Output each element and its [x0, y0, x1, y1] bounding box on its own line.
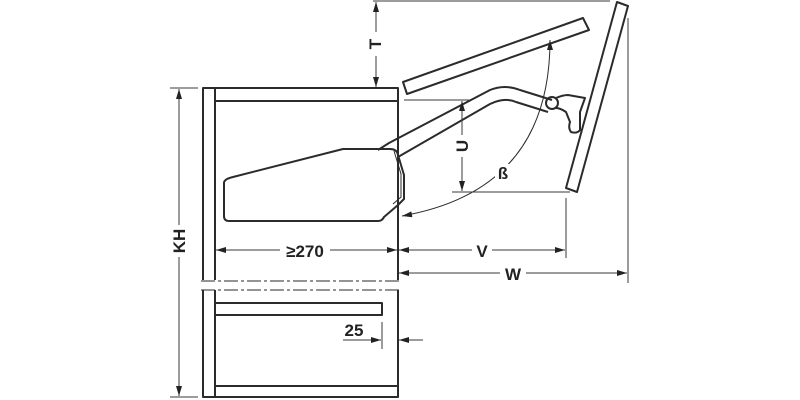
dimension-W	[399, 18, 629, 283]
mechanism-housing	[223, 148, 405, 222]
flap-intermediate	[402, 17, 590, 95]
shelf	[214, 302, 383, 316]
label-offset: 25	[345, 321, 364, 340]
label-beta: ß	[498, 164, 508, 183]
label-min-depth: ≥270	[286, 242, 324, 261]
cabinet-upper	[202, 87, 399, 280]
dimension-T	[373, 0, 610, 87]
angle-arc	[401, 39, 551, 218]
cabinet-lower	[202, 290, 399, 398]
dimension-offset	[343, 322, 423, 349]
label-U: U	[453, 140, 472, 152]
label-T: T	[366, 38, 385, 49]
lift-arm	[377, 86, 586, 158]
break-lines	[201, 280, 400, 291]
label-KH: KH	[170, 229, 189, 254]
flap-open	[565, 1, 629, 193]
label-W: W	[505, 265, 522, 284]
dimension-U	[404, 99, 570, 193]
label-V: V	[476, 242, 488, 261]
